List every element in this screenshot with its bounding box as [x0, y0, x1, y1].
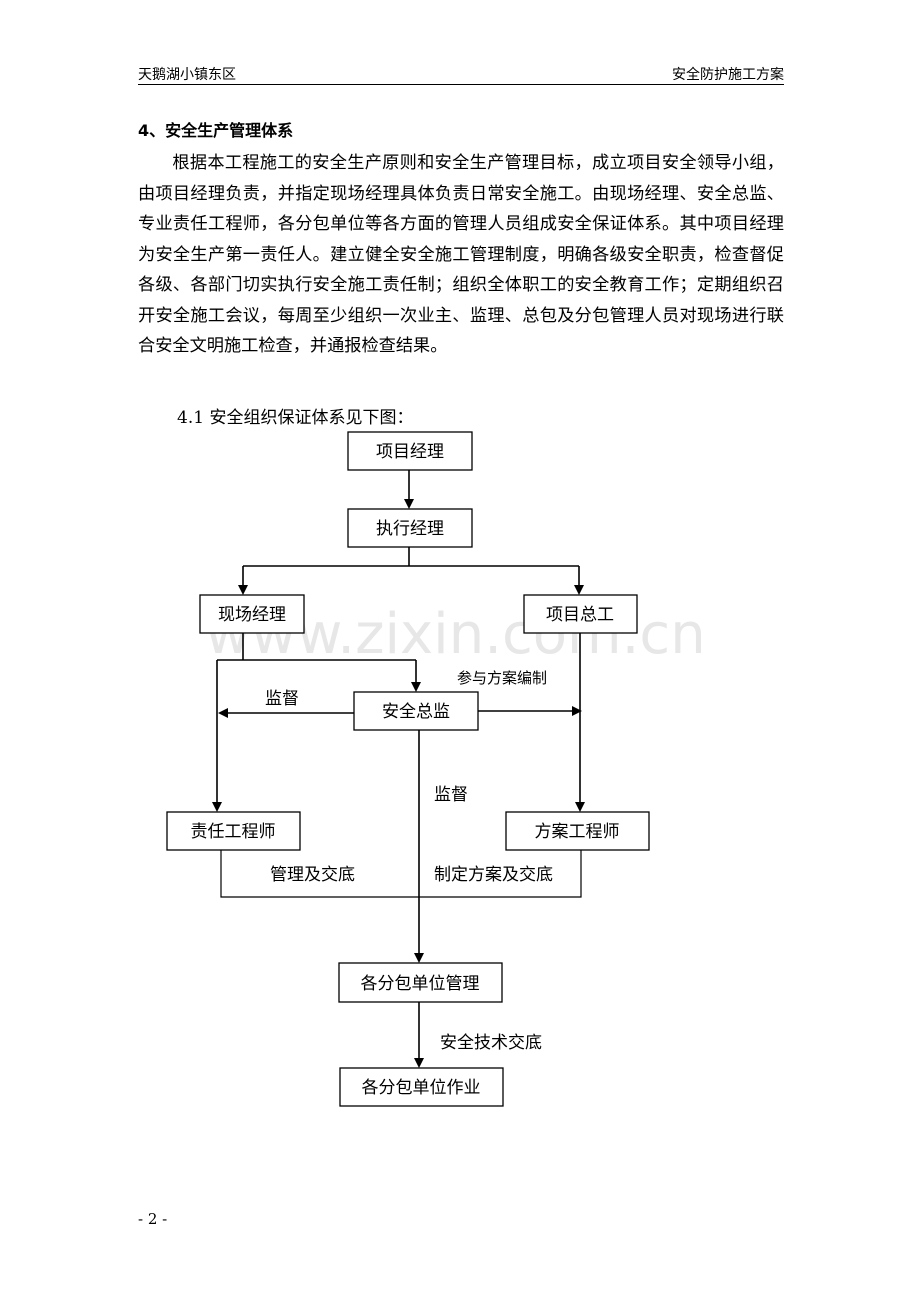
box-responsible-engineer: [166, 811, 301, 851]
label-responsible-engineer: 责任工程师: [191, 822, 276, 842]
arrowhead-participate-right: [572, 706, 582, 716]
label-supervise-left: 监督: [265, 689, 299, 709]
label-project-manager: 项目经理: [376, 442, 444, 462]
label-subcontractor-management: 各分包单位管理: [361, 974, 480, 994]
diagram-caption: 4.1 安全组织保证体系见下图：: [177, 408, 414, 428]
arrowhead-em: [404, 499, 414, 509]
label-executive-manager: 执行经理: [376, 519, 444, 539]
arrowhead-plan-engineer: [575, 802, 585, 812]
box-safety-director: [353, 691, 479, 731]
page-number: - 2 -: [138, 1210, 168, 1228]
box-subcontractor-operations: [339, 1067, 504, 1107]
label-site-manager: 现场经理: [218, 605, 286, 625]
box-site-manager: [199, 594, 305, 634]
arrowhead-responsible-engineer: [212, 802, 222, 812]
arrowhead-site-manager: [238, 585, 248, 595]
header-divider: [138, 84, 784, 85]
header-project-name: 天鹅湖小镇东区: [138, 67, 236, 83]
box-plan-engineer: [505, 811, 650, 851]
box-executive-manager: [347, 508, 473, 548]
label-manage-brief: 管理及交底: [270, 865, 355, 885]
section-heading: 4、安全生产管理体系: [138, 121, 294, 140]
page-header: 天鹅湖小镇东区 安全防护施工方案: [138, 64, 784, 84]
label-tech-brief: 安全技术交底: [440, 1033, 542, 1053]
label-safety-director: 安全总监: [382, 702, 450, 722]
label-subcontractor-operations: 各分包单位作业: [362, 1078, 481, 1098]
box-subcontractor-management: [338, 962, 503, 1003]
arrowhead-supervise-left: [218, 708, 228, 718]
label-plan-brief: 制定方案及交底: [434, 865, 553, 885]
label-chief-engineer: 项目总工: [546, 605, 614, 625]
arrowhead-subcontractor-operations: [414, 1058, 424, 1068]
label-supervise-center: 监督: [434, 785, 468, 805]
section-paragraph: 根据本工程施工的安全生产原则和安全生产管理目标，成立项目安全领导小组，由项目经理…: [138, 153, 784, 356]
arrowhead-safety-director: [411, 682, 421, 692]
header-document-title: 安全防护施工方案: [672, 67, 784, 83]
label-plan-engineer: 方案工程师: [535, 822, 620, 842]
arrowhead-subcontractor-management: [414, 953, 424, 963]
label-participate-plan: 参与方案编制: [457, 669, 547, 687]
bracket-engineers: [220, 850, 582, 898]
box-project-manager: [347, 431, 473, 471]
arrowhead-chief-engineer: [574, 585, 584, 595]
